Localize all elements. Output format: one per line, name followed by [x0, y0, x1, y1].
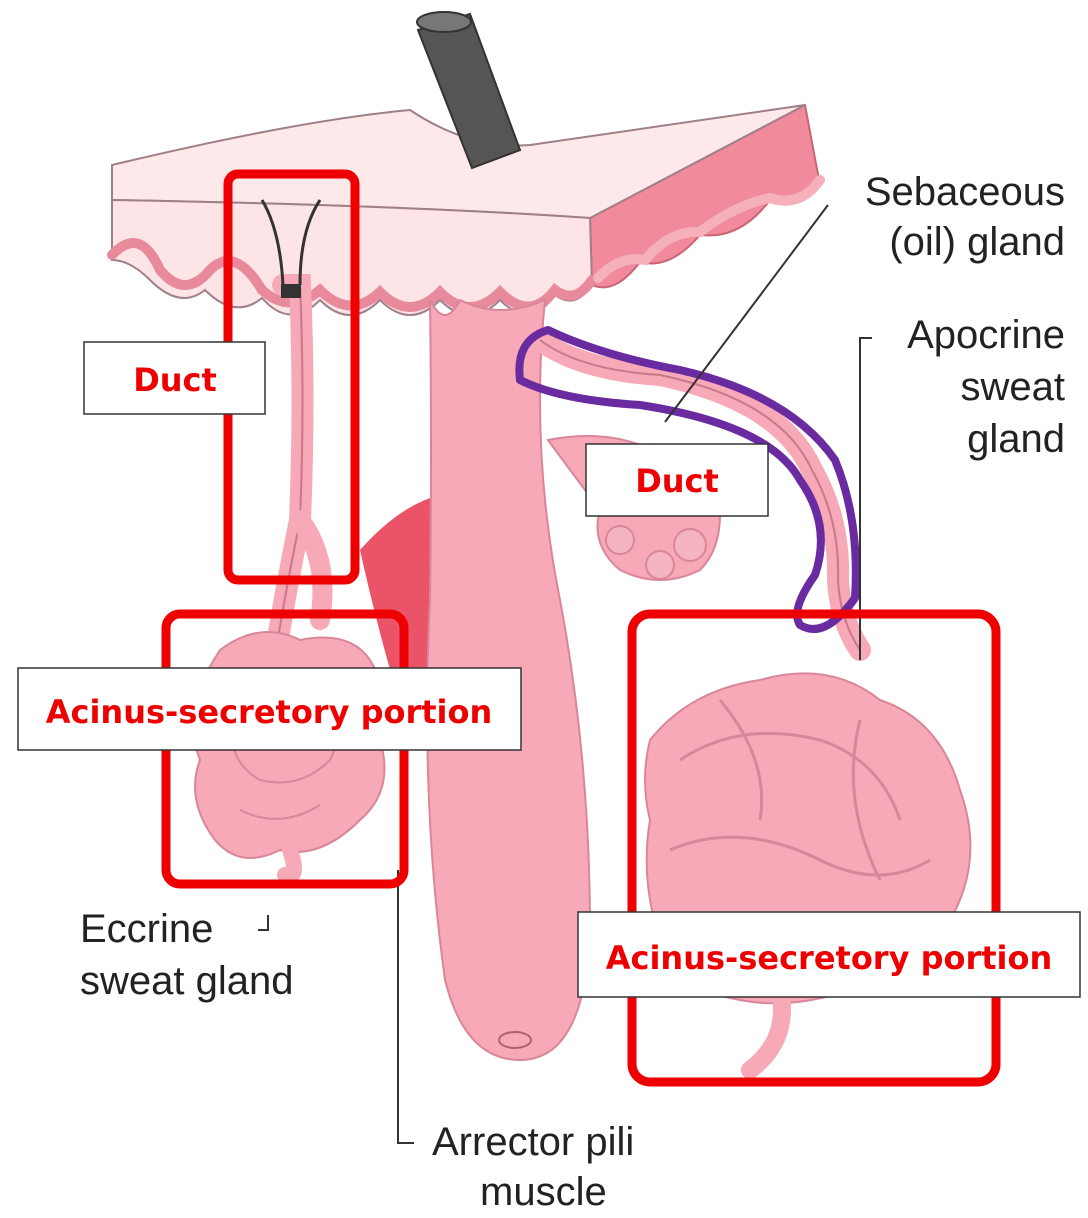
duct-label-left-text: Duct [133, 361, 217, 399]
acinus-label-right-text: Acinus-secretory portion [606, 939, 1053, 977]
eccrine-label-line2: sweat gland [80, 959, 293, 1003]
sebaceous-label-line2: (oil) gland [889, 220, 1065, 264]
acinus-label-left-text: Acinus-secretory portion [46, 693, 493, 731]
apocrine-label-line2: sweat [961, 365, 1066, 409]
eccrine-label-line1: Eccrine [80, 907, 213, 951]
duct-label-right: Duct [586, 444, 768, 516]
duct-label-right-text: Duct [635, 462, 719, 500]
apocrine-label-line3: gland [967, 417, 1065, 461]
acinus-label-right: Acinus-secretory portion [578, 912, 1080, 997]
apocrine-label-line1: Apocrine [907, 313, 1065, 357]
arrector-label-line1: Arrector pili [432, 1120, 634, 1164]
duct-label-left: Duct [84, 342, 265, 414]
sebaceous-label-line1: Sebaceous [865, 170, 1065, 214]
arrector-label-line2: muscle [480, 1170, 607, 1214]
acinus-label-left: Acinus-secretory portion [18, 668, 521, 750]
